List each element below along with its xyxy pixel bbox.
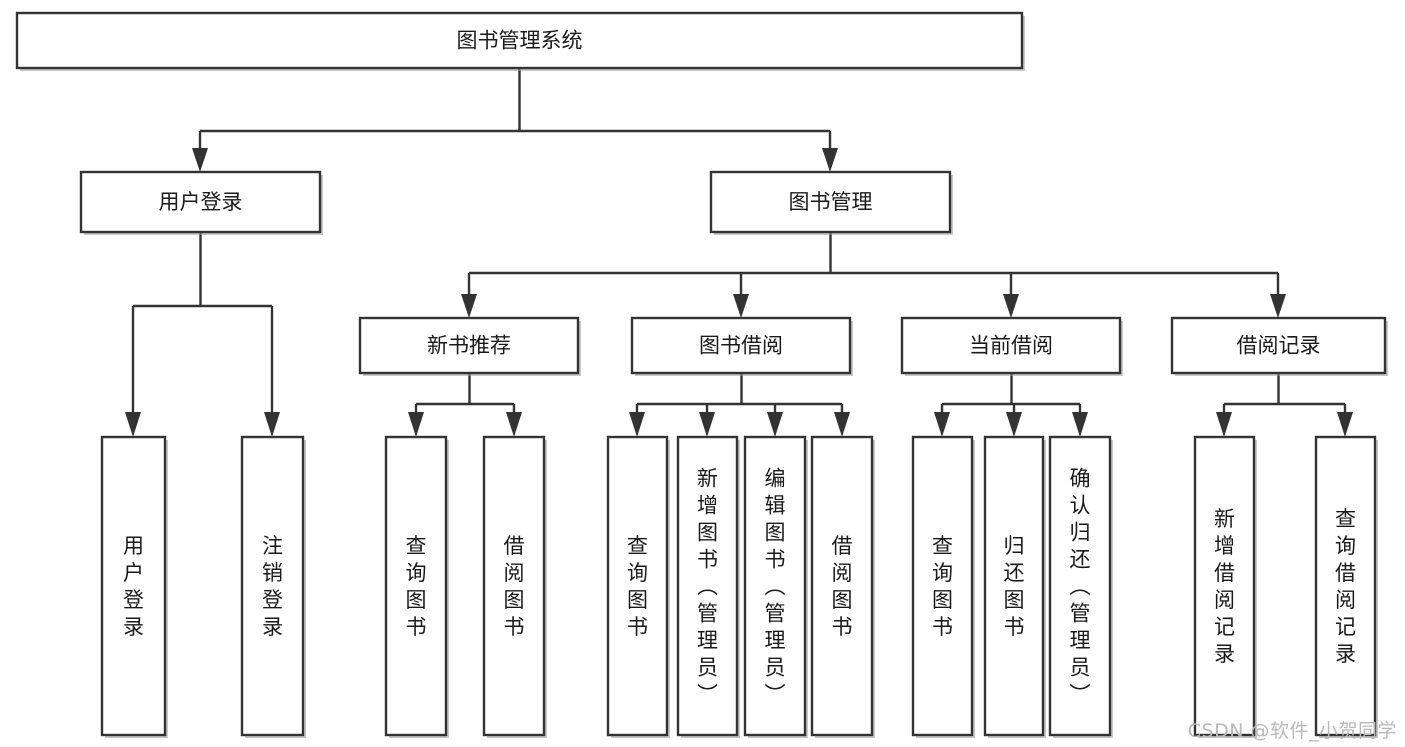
- arrow-to-leaf-confirm-return: [1072, 412, 1088, 437]
- node-label: 用户登录: [123, 534, 144, 639]
- node-leaf-add-borrow-record[interactable]: 新增借阅记录: [1193, 435, 1257, 738]
- node-leaf-borrow-book-2[interactable]: 借阅图书: [810, 435, 875, 738]
- node-box[interactable]: [15, 11, 1024, 70]
- node-label: 归还图书: [1004, 534, 1025, 639]
- node-user-login[interactable]: 用户登录: [79, 170, 323, 235]
- arrow-to-leaf-query-book-1: [408, 412, 424, 437]
- node-label: 查询借阅记录: [1335, 507, 1356, 666]
- node-book-borrow[interactable]: 图书借阅: [630, 316, 853, 376]
- node-root[interactable]: 图书管理系统: [15, 11, 1025, 71]
- node-box[interactable]: [676, 435, 739, 737]
- node-box[interactable]: [911, 435, 974, 737]
- node-leaf-query-book-2[interactable]: 查询图书: [606, 435, 670, 738]
- node-label: 编辑图书︵管理员︶: [765, 467, 786, 707]
- node-new-book-recommend[interactable]: 新书推荐: [358, 316, 581, 376]
- node-layer: 图书管理系统用户登录图书管理新书推荐图书借阅当前借阅借阅记录用户登录注销登录查询…: [15, 11, 1388, 738]
- node-current-borrow[interactable]: 当前借阅: [900, 316, 1123, 376]
- node-label: 查询图书: [932, 534, 953, 639]
- arrow-to-leaf-borrow-book-2: [834, 412, 850, 437]
- edge-book-management-bus: [467, 232, 1280, 306]
- node-box[interactable]: [900, 316, 1122, 375]
- arrow-to-book-management: [822, 148, 838, 172]
- node-box[interactable]: [100, 435, 167, 737]
- node-leaf-borrow-book-1[interactable]: 借阅图书: [482, 435, 547, 738]
- arrow-to-leaf-query-book-3: [934, 412, 950, 437]
- node-box[interactable]: [810, 435, 874, 737]
- node-leaf-query-book-3[interactable]: 查询图书: [911, 435, 975, 738]
- arrow-to-leaf-user-logout: [264, 412, 280, 437]
- arrow-to-current-borrow: [1003, 294, 1019, 318]
- node-leaf-add-book[interactable]: 新增图书︵管理员︶: [676, 435, 740, 738]
- node-box[interactable]: [630, 316, 852, 375]
- node-leaf-confirm-return[interactable]: 确认归还︵管理员︶: [1048, 435, 1113, 738]
- arrow-to-leaf-query-book-2: [629, 412, 645, 437]
- edge-root-bus: [198, 68, 832, 160]
- node-box[interactable]: [358, 316, 580, 375]
- node-leaf-edit-book[interactable]: 编辑图书︵管理员︶: [743, 435, 808, 738]
- node-label: 图书管理系统: [457, 29, 583, 53]
- edge-layer: [125, 68, 1353, 437]
- node-leaf-query-book-1[interactable]: 查询图书: [384, 435, 449, 738]
- node-label: 图书管理: [789, 190, 873, 214]
- node-leaf-user-logout[interactable]: 注销登录: [240, 435, 306, 738]
- node-box[interactable]: [743, 435, 807, 737]
- node-label: 新书推荐: [427, 334, 511, 358]
- node-label: 查询图书: [406, 534, 427, 639]
- edge-user-login-bus: [131, 232, 274, 425]
- arrow-to-user-login: [192, 148, 208, 172]
- node-borrow-record[interactable]: 借阅记录: [1170, 316, 1388, 376]
- arrow-to-leaf-add-book: [699, 412, 715, 437]
- node-box[interactable]: [384, 435, 448, 737]
- node-label: 用户登录: [159, 190, 243, 214]
- node-leaf-user-login[interactable]: 用户登录: [100, 435, 168, 738]
- node-box[interactable]: [983, 435, 1045, 737]
- arrow-to-leaf-user-login: [125, 412, 141, 437]
- node-box[interactable]: [240, 435, 305, 737]
- arrow-to-leaf-edit-book: [767, 412, 783, 437]
- node-book-management[interactable]: 图书管理: [709, 170, 953, 235]
- node-label: 确认归还︵管理员︶: [1070, 467, 1091, 707]
- arrow-to-leaf-add-borrow-record: [1216, 412, 1232, 437]
- node-leaf-return-book[interactable]: 归还图书: [983, 435, 1046, 738]
- node-label: 查询图书: [627, 534, 648, 639]
- arrow-to-leaf-return-book: [1006, 412, 1022, 437]
- node-label: 借阅图书: [832, 534, 853, 639]
- node-box[interactable]: [1048, 435, 1112, 737]
- arrow-to-leaf-borrow-book-1: [506, 412, 522, 437]
- node-label: 图书借阅: [699, 334, 783, 358]
- arrow-to-book-borrow: [733, 294, 749, 318]
- arrow-to-leaf-query-borrow-record: [1337, 412, 1353, 437]
- arrow-to-borrow-record: [1270, 294, 1286, 318]
- node-box[interactable]: [1170, 316, 1387, 375]
- node-box[interactable]: [1193, 435, 1256, 737]
- edge-book-borrow-bus: [635, 373, 844, 425]
- node-label: 当前借阅: [969, 334, 1053, 358]
- node-label: 借阅记录: [1237, 334, 1321, 358]
- node-box[interactable]: [606, 435, 669, 737]
- node-label: 新增借阅记录: [1214, 507, 1235, 666]
- arrow-to-new-book-recommend: [461, 294, 477, 318]
- node-box[interactable]: [79, 170, 322, 234]
- edge-borrow-record-bus: [1222, 373, 1347, 425]
- node-box[interactable]: [482, 435, 546, 737]
- node-box[interactable]: [1314, 435, 1377, 737]
- node-label: 注销登录: [262, 534, 283, 639]
- node-label: 借阅图书: [504, 534, 525, 639]
- node-leaf-query-borrow-record[interactable]: 查询借阅记录: [1314, 435, 1378, 738]
- node-box[interactable]: [709, 170, 952, 234]
- node-label: 新增图书︵管理员︶: [697, 467, 718, 707]
- edge-new-book-recommend-bus: [414, 373, 516, 425]
